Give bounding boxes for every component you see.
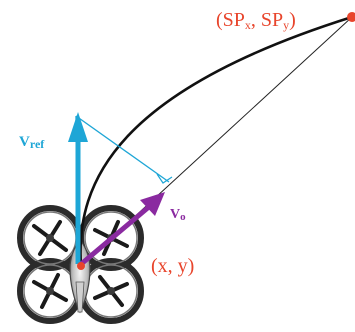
right-angle-marker xyxy=(156,173,173,184)
setpoint-label: (SPx, SPy) xyxy=(216,9,296,32)
vo-arrow-shaft xyxy=(78,204,152,267)
vo-label: Vo xyxy=(170,207,186,223)
trajectory-curve xyxy=(79,15,353,267)
position-marker xyxy=(77,262,85,270)
setpoint-marker xyxy=(347,12,355,22)
vref-label: Vref xyxy=(19,134,45,151)
projection-line-top xyxy=(75,115,170,183)
vref-arrow-head xyxy=(68,112,88,142)
vo-arrow-head xyxy=(140,192,165,216)
position-label: (x, y) xyxy=(151,255,194,277)
